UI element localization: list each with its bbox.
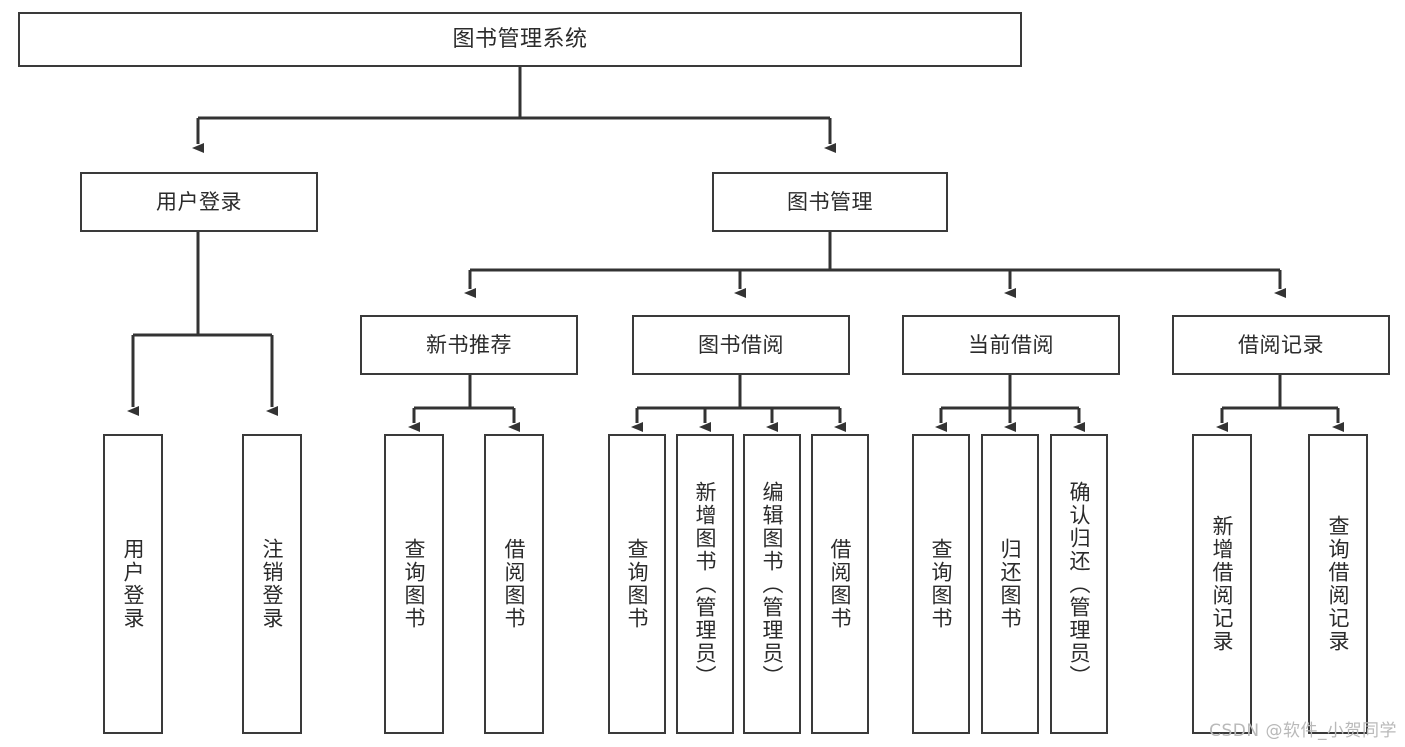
node-leaf-logout[interactable]: 注销登录 bbox=[242, 434, 302, 734]
node-root-system-label: 图书管理系统 bbox=[452, 26, 588, 52]
node-leaf-query-record-label: 查询借阅记录 bbox=[1326, 515, 1351, 653]
watermark-text: CSDN @软件_小贺同学 bbox=[1209, 721, 1397, 741]
node-leaf-query-record[interactable]: 查询借阅记录 bbox=[1308, 434, 1368, 734]
node-leaf-add-book-label: 新增图书（管理员） bbox=[693, 480, 718, 688]
node-leaf-add-record[interactable]: 新增借阅记录 bbox=[1192, 434, 1252, 734]
node-leaf-user-login[interactable]: 用户登录 bbox=[103, 434, 163, 734]
node-leaf-confirm-return[interactable]: 确认归还（管理员） bbox=[1050, 434, 1108, 734]
node-book-manage-label: 图书管理 bbox=[787, 189, 873, 214]
node-leaf-query-book-a-label: 查询图书 bbox=[402, 538, 427, 630]
node-book-borrow[interactable]: 图书借阅 bbox=[632, 315, 850, 375]
node-leaf-confirm-return-label: 确认归还（管理员） bbox=[1067, 480, 1092, 688]
node-leaf-borrow-book-a-label: 借阅图书 bbox=[502, 538, 527, 630]
node-borrow-record[interactable]: 借阅记录 bbox=[1172, 315, 1390, 375]
node-book-borrow-label: 图书借阅 bbox=[698, 332, 784, 357]
node-leaf-return-book[interactable]: 归还图书 bbox=[981, 434, 1039, 734]
node-leaf-edit-book-label: 编辑图书（管理员） bbox=[760, 480, 785, 688]
node-leaf-query-book-b[interactable]: 查询图书 bbox=[608, 434, 666, 734]
node-user-login[interactable]: 用户登录 bbox=[80, 172, 318, 232]
node-leaf-borrow-book-a[interactable]: 借阅图书 bbox=[484, 434, 544, 734]
node-leaf-borrow-book-b-label: 借阅图书 bbox=[828, 538, 853, 630]
node-leaf-add-record-label: 新增借阅记录 bbox=[1210, 515, 1235, 653]
node-leaf-return-book-label: 归还图书 bbox=[998, 538, 1023, 630]
node-leaf-query-book-c[interactable]: 查询图书 bbox=[912, 434, 970, 734]
node-current-borrow[interactable]: 当前借阅 bbox=[902, 315, 1120, 375]
node-leaf-query-book-b-label: 查询图书 bbox=[625, 538, 650, 630]
node-current-borrow-label: 当前借阅 bbox=[968, 332, 1054, 357]
node-leaf-user-login-label: 用户登录 bbox=[121, 538, 146, 630]
node-leaf-edit-book[interactable]: 编辑图书（管理员） bbox=[743, 434, 801, 734]
node-borrow-record-label: 借阅记录 bbox=[1238, 332, 1324, 357]
node-leaf-query-book-c-label: 查询图书 bbox=[929, 538, 954, 630]
node-book-manage[interactable]: 图书管理 bbox=[712, 172, 948, 232]
node-leaf-add-book[interactable]: 新增图书（管理员） bbox=[676, 434, 734, 734]
node-leaf-logout-label: 注销登录 bbox=[260, 538, 285, 630]
node-user-login-label: 用户登录 bbox=[156, 189, 242, 214]
node-new-book-recommend[interactable]: 新书推荐 bbox=[360, 315, 578, 375]
node-new-book-recommend-label: 新书推荐 bbox=[426, 332, 512, 357]
node-root-system[interactable]: 图书管理系统 bbox=[18, 12, 1022, 67]
node-leaf-borrow-book-b[interactable]: 借阅图书 bbox=[811, 434, 869, 734]
node-leaf-query-book-a[interactable]: 查询图书 bbox=[384, 434, 444, 734]
